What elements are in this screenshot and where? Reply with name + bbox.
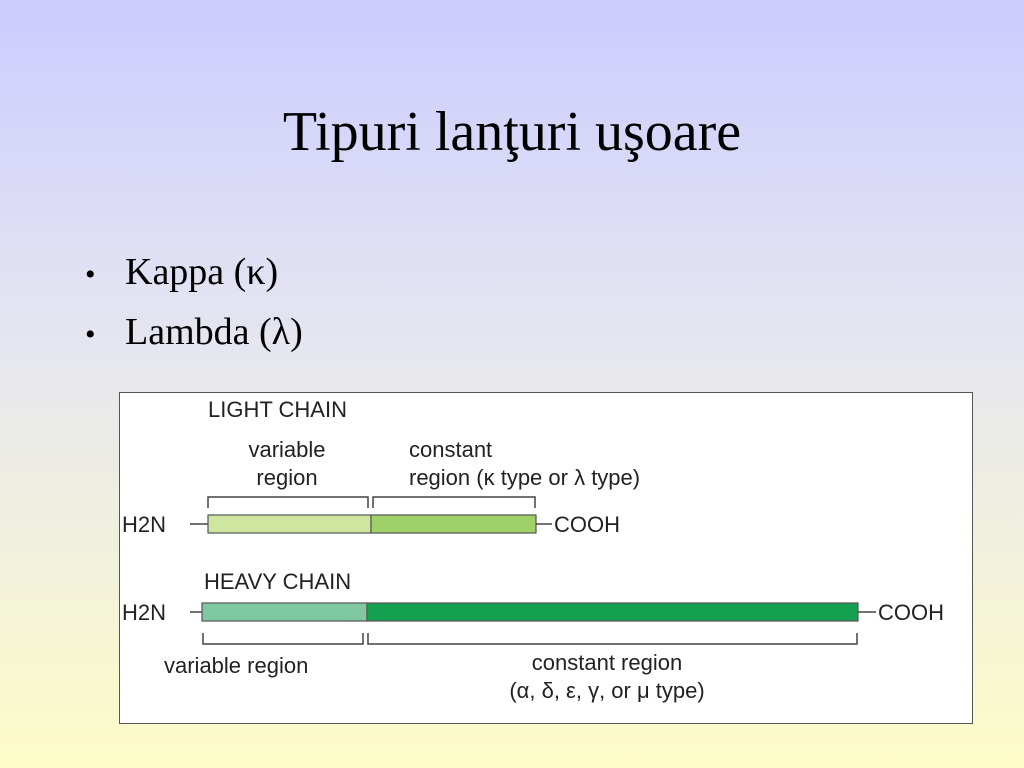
bullet-text: Kappa (κ) [125,251,279,293]
light-variable-bracket [207,496,369,508]
heavy-constant-label-line1: constant region [532,650,682,675]
heavy-constant-bracket [367,633,858,645]
heavy-n-terminus: H2N [122,600,166,625]
bullet-list: • Kappa (κ) • Lambda (λ) [85,250,303,370]
light-constant-segment [370,514,537,534]
light-constant-bracket [372,496,536,508]
bullet-text: Lambda (λ) [125,311,303,353]
heavy-constant-segment [366,602,859,622]
antibody-chain-diagram: LIGHT CHAIN variable region constant reg… [119,392,973,724]
bullet-item-kappa: • Kappa (κ) [85,250,303,310]
bullet-item-lambda: • Lambda (λ) [85,310,303,370]
heavy-constant-label-line2: (α, δ, ε, γ, or μ type) [509,678,704,703]
bullet-icon: • [85,258,96,291]
diagram-canvas: LIGHT CHAIN variable region constant reg… [122,397,944,703]
heavy-variable-label: variable region [164,653,308,678]
light-constant-label-line2: region (κ type or λ type) [409,465,640,490]
slide-title: Tipuri lanţuri uşoare [282,101,742,163]
light-variable-segment [207,514,372,534]
heavy-chain-heading: HEAVY CHAIN [204,569,351,594]
heavy-variable-bracket [202,633,364,645]
bullet-icon: • [85,318,96,351]
light-n-terminus: H2N [122,512,166,537]
heavy-c-terminus: COOH [878,600,944,625]
light-variable-label-line2: region [256,465,317,490]
light-constant-label-line1: constant [409,437,492,462]
light-chain-heading: LIGHT CHAIN [208,397,347,422]
light-c-terminus: COOH [554,512,620,537]
light-variable-label-line1: variable [248,437,325,462]
heavy-variable-segment [201,602,368,622]
